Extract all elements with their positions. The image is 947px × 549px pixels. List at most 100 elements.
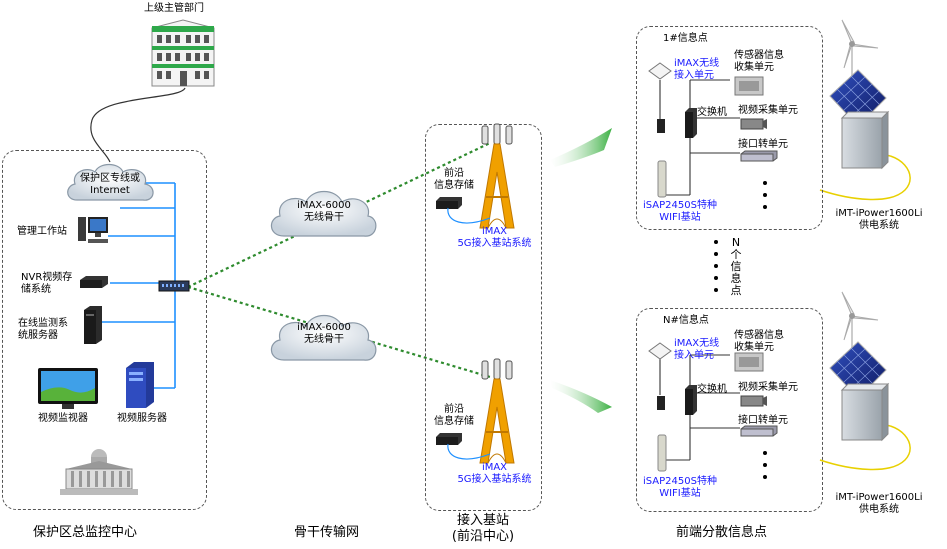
power-cable-2 <box>819 423 911 471</box>
pointN-sensor-line2: 收集单元 <box>734 342 774 353</box>
backbone-cloud-2-line1: iMAX-6000 <box>297 322 351 333</box>
base2-system-label: iMAX 5G接入基站系统 <box>452 462 537 486</box>
base1-storage-label: 前沿 信息存储 <box>432 168 476 192</box>
backbone-cloud-1-label: iMAX-6000 无线骨干 <box>278 200 370 224</box>
solar-wind-power-1-icon <box>829 19 890 170</box>
front-points-title: 前端分散信息点 <box>676 525 768 540</box>
pointN-switch-icon <box>685 385 697 415</box>
backbone-cloud-2-label: iMAX-6000 无线骨干 <box>278 322 370 346</box>
pointN-wifi-antenna-icon <box>657 434 667 472</box>
pointN-sensor-line1: 传感器信息 <box>734 330 784 341</box>
pointN-video-label: 视频采集单元 <box>738 382 798 393</box>
point1-wifi-line1: iSAP2450S特种 <box>643 200 717 211</box>
radio-arrow-2 <box>550 380 612 413</box>
point1-imax-unit-icon <box>648 62 672 80</box>
base-title-line2: (前沿中心) <box>451 529 515 544</box>
monitor-server-label-line2: 统服务器 <box>18 330 58 341</box>
government-building-icon <box>60 449 138 495</box>
radio-arrow-1 <box>550 128 612 167</box>
backbone-cloud-2-icon <box>270 314 377 361</box>
base1-storage-link <box>447 207 491 224</box>
superior-dept-label: 上级主管部门 <box>144 3 204 14</box>
power-system-2-label: iMT-iPower1600Li 供电系统 <box>827 492 931 516</box>
monitor-server-label: 在线监测系 统服务器 <box>18 318 68 342</box>
backbone-title: 骨干传输网 <box>294 525 360 540</box>
power-1-line1: iMT-iPower1600Li <box>835 208 923 219</box>
base2-system-line2: 5G接入基站系统 <box>457 474 532 485</box>
desktop-computer-icon <box>78 217 108 243</box>
pointN-small-device-icon <box>657 396 665 410</box>
point1-imax-line2: 接入单元 <box>674 70 714 81</box>
point1-imax-line1: iMAX无线 <box>674 58 720 69</box>
pointN-sensor-label: 传感器信息 收集单元 <box>734 330 784 354</box>
monitoring-center-panel <box>2 150 207 510</box>
pointN-port-converter-icon <box>740 425 778 437</box>
private-line-cloud-icon <box>67 163 154 201</box>
point1-sensor-label: 传感器信息 收集单元 <box>734 50 784 74</box>
point1-wifi-line2: WIFI基站 <box>659 212 701 223</box>
cloud-label-line1: 保护区专线或 <box>80 173 140 184</box>
base1-storage-device-icon <box>436 197 462 209</box>
cloud-label-line2: Internet <box>90 185 130 196</box>
base2-storage-line2: 信息存储 <box>434 416 474 427</box>
point1-video-label: 视频采集单元 <box>738 105 798 116</box>
pointN-imax-line2: 接入单元 <box>674 350 714 361</box>
base-station-panel <box>425 124 542 511</box>
solar-wind-power-2-icon <box>829 291 890 442</box>
pointN-wifi-line1: iSAP2450S特种 <box>643 476 717 487</box>
n-points-label: N个信息点 <box>730 236 742 297</box>
tower-server-icon <box>84 306 102 344</box>
base1-system-label: iMAX 5G接入基站系统 <box>452 226 537 250</box>
point1-switch-icon <box>685 108 697 138</box>
uplink-cable <box>90 87 186 163</box>
info-point-n-panel <box>636 308 823 512</box>
pointN-title: N#信息点 <box>663 315 709 326</box>
video-server-label: 视频服务器 <box>117 413 167 424</box>
point1-small-device-icon <box>657 119 665 133</box>
office-building-icon <box>151 19 215 87</box>
base2-storage-device-icon <box>436 433 462 445</box>
pointN-sensor-unit-icon <box>734 352 764 372</box>
core-switch-icon[interactable] <box>158 279 190 293</box>
point1-port-label: 接口转单元 <box>738 139 788 150</box>
point1-switch-label: 交换机 <box>697 107 727 118</box>
private-line-cloud-label: 保护区专线或 Internet <box>70 173 150 197</box>
power-cable-1 <box>819 153 911 201</box>
pointN-camera-icon <box>740 395 767 407</box>
base1-storage-line2: 信息存储 <box>434 180 474 191</box>
workstation-label: 管理工作站 <box>17 226 67 237</box>
base2-storage-link <box>447 443 491 460</box>
backbone-cloud-1-icon <box>270 190 377 237</box>
nvr-label-line2: 储系统 <box>21 284 51 295</box>
pointN-imax-unit-icon <box>648 342 672 360</box>
base2-system-line1: iMAX <box>481 462 508 473</box>
backbone-cloud-2-line2: 无线骨干 <box>304 334 344 345</box>
pointN-imax-line1: iMAX无线 <box>674 338 720 349</box>
info-point-1-panel <box>636 26 823 230</box>
backbone-cloud-1-line2: 无线骨干 <box>304 212 344 223</box>
video-monitor-icon <box>38 368 98 409</box>
video-monitor-label: 视频监视器 <box>38 413 88 424</box>
video-server-icon <box>126 362 154 408</box>
base-title-line1: 接入基站 <box>456 513 509 528</box>
backbone-cloud-1-line1: iMAX-6000 <box>297 200 351 211</box>
point1-sensor-line1: 传感器信息 <box>734 50 784 61</box>
point1-wifi-antenna-icon <box>657 160 667 198</box>
pointN-port-label: 接口转单元 <box>738 415 788 426</box>
point1-wifi-label: iSAP2450S特种 WIFI基站 <box>643 200 717 224</box>
nvr-label-line1: NVR视频存 <box>21 272 73 283</box>
nvr-recorder-icon <box>80 276 108 288</box>
power-2-line1: iMT-iPower1600Li <box>835 492 923 503</box>
point1-camera-icon <box>740 118 767 130</box>
tower-2-icon <box>479 358 515 464</box>
base2-storage-line1: 前沿 <box>444 404 464 415</box>
front-dots <box>714 181 767 479</box>
tower-1-icon <box>479 123 515 229</box>
power-2-line2: 供电系统 <box>859 504 899 515</box>
pointN-wifi-label: iSAP2450S特种 WIFI基站 <box>643 476 717 500</box>
base2-storage-label: 前沿 信息存储 <box>432 404 476 428</box>
base1-system-line2: 5G接入基站系统 <box>457 238 532 249</box>
power-system-1-label: iMT-iPower1600Li 供电系统 <box>827 208 931 232</box>
base1-system-line1: iMAX <box>481 226 508 237</box>
base1-storage-line1: 前沿 <box>444 168 464 179</box>
